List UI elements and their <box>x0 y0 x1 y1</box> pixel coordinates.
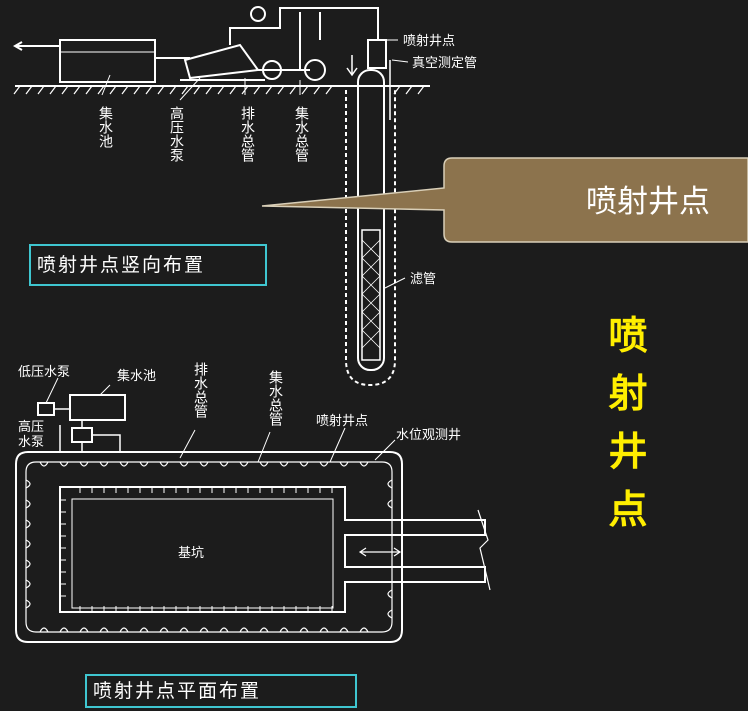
pit-edge-ticks <box>60 487 333 612</box>
plan-hp-pump-box <box>71 427 93 443</box>
callout-text: 喷射井点 <box>586 183 710 220</box>
plan-sump-box <box>69 394 126 421</box>
well-borehole <box>345 90 396 387</box>
label-plan-collect-main: 集水总管 <box>267 369 283 426</box>
drain-main-circle <box>262 60 282 80</box>
label-filter-pipe: 滤管 <box>410 272 436 287</box>
sump-outflow-arrow <box>12 41 60 51</box>
inner-pipe-ring <box>25 461 393 633</box>
label-collect-main-vertical: 集水总管 <box>293 105 309 162</box>
label-plan-sump: 集水池 <box>117 368 156 384</box>
outer-pipe-ring <box>15 451 403 643</box>
label-sump-vertical: 集水池 <box>97 105 113 148</box>
label-obs-well: 水位观测井 <box>396 428 461 443</box>
sump-tank <box>59 39 156 83</box>
ramp-arrow <box>358 547 402 557</box>
label-vacuum-pipe: 真空测定管 <box>412 56 477 71</box>
break-symbol <box>477 509 491 591</box>
label-hp-pump-vertical: 高压水泵 <box>168 105 184 162</box>
pipe-network <box>155 7 379 71</box>
vertical-layout-drawing <box>12 6 430 387</box>
label-plan-hp-pump-2: 水泵 <box>18 435 44 450</box>
leader-lines-plan <box>45 377 396 463</box>
side-title-char: 井 <box>608 430 648 475</box>
side-title: 喷 射 井 点 <box>598 308 658 540</box>
ground-hatch <box>13 85 425 95</box>
label-jet-point-top: 喷射井点 <box>403 33 455 49</box>
pit-inner <box>71 498 334 609</box>
filter-hatch <box>361 239 381 349</box>
label-plan-hp-pump-1: 高压 <box>18 419 44 435</box>
hp-pump-body <box>183 43 260 80</box>
label-plan-drain-main: 排水总管 <box>192 362 208 418</box>
flow-arrow-down <box>346 55 358 77</box>
plan-pump-pipes <box>54 408 121 452</box>
plan-layout-drawing <box>15 377 491 643</box>
pit-outline <box>59 486 486 613</box>
collect-main-circle <box>304 59 326 81</box>
label-lp-pump: 低压水泵 <box>18 365 70 380</box>
leader-lines-vertical <box>101 39 409 289</box>
well-head <box>367 39 387 69</box>
label-plan-jet-point: 喷射井点 <box>316 413 368 429</box>
side-title-char: 喷 <box>608 314 648 359</box>
caption-plan-layout: 喷射井点平面布置 <box>85 674 357 708</box>
well-casing <box>357 69 385 371</box>
gauge-circle <box>250 6 266 22</box>
label-drain-main-vertical: 排水总管 <box>239 106 255 162</box>
plan-lp-pump-box <box>37 402 55 416</box>
filter-pipe <box>361 229 381 361</box>
callout-shape <box>261 157 748 243</box>
label-pit: 基坑 <box>178 546 204 561</box>
jet-wellpoint-marks <box>25 461 393 633</box>
caption-vertical-layout: 喷射井点竖向布置 <box>29 244 267 286</box>
side-title-char: 射 <box>608 372 648 417</box>
side-title-char: 点 <box>608 488 648 533</box>
